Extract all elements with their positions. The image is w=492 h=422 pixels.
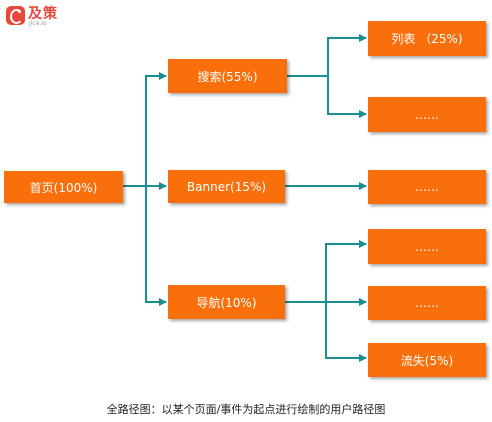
node-search-more: …… [368,97,486,132]
logo-subtitle: Jice.io [29,20,47,27]
node-churn: 流失(5%) [368,343,486,377]
jice-logo-icon [6,6,25,25]
node-search: 搜索(55%) [168,59,287,93]
node-banner-more: …… [368,170,486,204]
node-banner: Banner(15%) [168,170,285,203]
connector-nav-more-1 [285,240,367,303]
connector-search-list [287,34,367,77]
node-nav: 导航(10%) [168,285,285,319]
node-nav-more-1: …… [368,229,486,264]
node-list: 列表 （25%) [368,21,486,56]
connector-nav-churn [285,301,367,362]
node-home: 首页(100%) [4,171,123,203]
connector-home-search [123,72,167,187]
jice-logo: 及策 Jice.io [6,3,66,29]
connector-search-more [287,75,367,118]
logo-name: 及策 [28,6,58,22]
diagram-caption: 全路径图：以某个页面/事件为起点进行绘制的用户路径图 [106,403,386,416]
node-nav-more-2: …… [368,286,486,320]
connector-home-nav [123,185,167,306]
